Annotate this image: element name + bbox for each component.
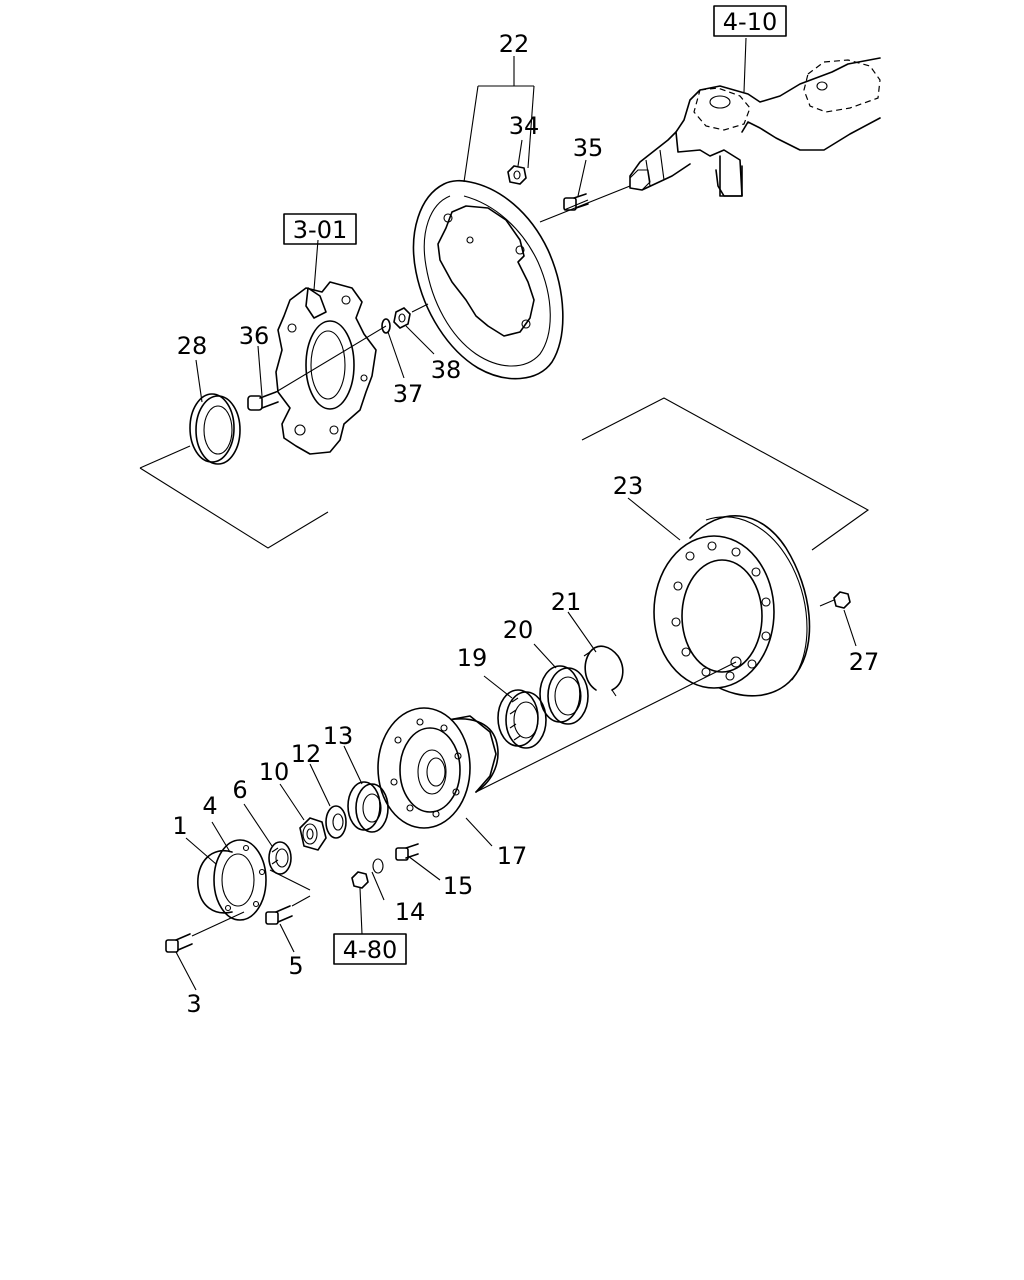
group-bracket-lines xyxy=(139,56,870,551)
part-label-36: 36 xyxy=(239,322,270,350)
part-label-15: 15 xyxy=(443,872,474,900)
part-label-1: 1 xyxy=(172,812,187,840)
part-number-labels: 1 3 4 5 6 10 12 13 14 15 17 19 20 21 22 … xyxy=(172,30,879,1018)
spacer-12 xyxy=(325,805,347,839)
reference-label: 4-10 xyxy=(723,8,777,36)
reference-label: 3-01 xyxy=(293,216,347,244)
part-label-3: 3 xyxy=(186,990,201,1018)
assembly-axis-lines xyxy=(191,185,835,937)
washer-37 xyxy=(381,318,391,334)
part-label-17: 17 xyxy=(497,842,528,870)
wheel-hub xyxy=(377,707,499,829)
part-label-14: 14 xyxy=(395,898,426,926)
hub-cap xyxy=(197,839,267,921)
nut-27 xyxy=(833,591,851,609)
reference-label: 4-80 xyxy=(343,936,397,964)
part-label-35: 35 xyxy=(573,134,604,162)
bearing-19 xyxy=(497,689,547,749)
part-label-34: 34 xyxy=(509,112,540,140)
snap-ring-21 xyxy=(583,645,624,697)
lock-washer-6 xyxy=(268,841,292,875)
part-label-19: 19 xyxy=(457,644,488,672)
brake-drum xyxy=(653,515,811,697)
oil-seal xyxy=(189,393,241,465)
reference-box-3-01: 3-01 xyxy=(283,213,357,245)
leader-lines xyxy=(175,37,857,991)
reference-box-4-80: 4-80 xyxy=(333,933,407,965)
nut-38 xyxy=(393,307,411,329)
part-label-13: 13 xyxy=(323,722,354,750)
nut-34 xyxy=(507,165,527,185)
bearing-race-20 xyxy=(539,665,589,725)
part-label-20: 20 xyxy=(503,616,534,644)
part-label-12: 12 xyxy=(291,740,322,768)
hub-bolt-15 xyxy=(395,843,419,861)
brake-anchor-plate xyxy=(275,281,377,455)
part-label-10: 10 xyxy=(259,758,290,786)
axle-knuckle xyxy=(629,57,881,197)
part-label-4: 4 xyxy=(202,792,217,820)
part-label-27: 27 xyxy=(849,648,880,676)
bolt-36 xyxy=(247,391,279,411)
bolt-3 xyxy=(165,933,193,953)
nut-14 xyxy=(351,858,384,889)
part-label-22: 22 xyxy=(499,30,530,58)
part-label-37: 37 xyxy=(393,380,424,408)
reference-box-4-10: 4-10 xyxy=(713,5,787,37)
part-label-5: 5 xyxy=(288,952,303,980)
hub-nut-10 xyxy=(299,817,327,851)
part-label-38: 38 xyxy=(431,356,462,384)
part-label-28: 28 xyxy=(177,332,208,360)
brake-backing-plate xyxy=(412,179,564,380)
part-label-6: 6 xyxy=(232,776,247,804)
part-label-23: 23 xyxy=(613,472,644,500)
bolt-5 xyxy=(265,905,293,925)
bearing-13 xyxy=(347,781,389,833)
part-label-21: 21 xyxy=(551,588,582,616)
